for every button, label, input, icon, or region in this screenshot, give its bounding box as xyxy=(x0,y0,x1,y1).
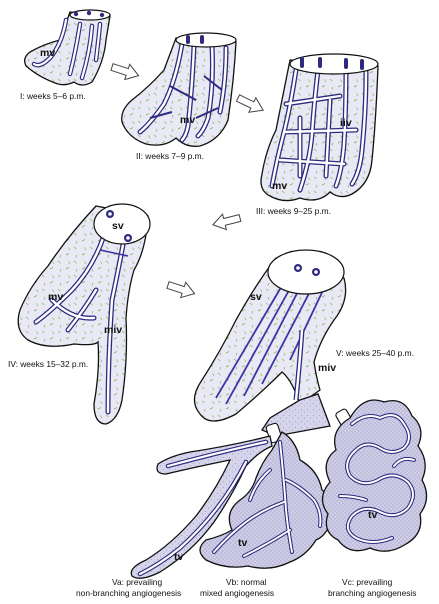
stage-iii-villus: iiv mv xyxy=(260,53,379,202)
variant-vc-villus: tv xyxy=(321,399,428,552)
tv-label-vb: tv xyxy=(238,537,247,549)
stage-v-villus: sv miv xyxy=(193,249,347,422)
mv-label-iv: mv xyxy=(48,291,63,303)
arrow-2 xyxy=(233,90,268,118)
stage-v-label: V: weeks 25–40 p.m. xyxy=(336,348,414,358)
mv-label-iii: mv xyxy=(272,180,287,192)
arrow-3 xyxy=(210,209,243,234)
variant-vc-caption-line1: Vc: prevailing xyxy=(342,577,393,587)
stage-ii-villus: mv xyxy=(121,32,237,147)
mv-label-ii: mv xyxy=(180,114,195,126)
mv-label-i: mv xyxy=(40,47,55,59)
sv-label-v: sv xyxy=(250,291,262,303)
variant-va-caption-line1: Va: prevailing xyxy=(112,577,162,587)
variant-vb-caption-line1: Vb: normal xyxy=(226,577,267,587)
tv-label-va: tv xyxy=(174,551,183,563)
iiv-label: iiv xyxy=(340,117,352,129)
stage-iv-villus: sv mv miv xyxy=(17,203,151,425)
arrow-4 xyxy=(165,276,198,302)
stage-iii-label: III: weeks 9–25 p.m. xyxy=(256,206,331,216)
stem-connectors xyxy=(261,393,353,444)
arrow-1 xyxy=(109,58,142,84)
stage-i-villus: mv xyxy=(24,9,111,86)
stage-iv-label: IV: weeks 15–32 p.m. xyxy=(8,359,88,369)
variant-vb-caption-line2: mixed angiogenesis xyxy=(200,588,274,598)
variant-vb-villus: tv xyxy=(199,431,334,569)
sv-label-iv: sv xyxy=(112,220,124,232)
variant-va-villus: tv xyxy=(130,435,273,579)
stage-i-label: I: weeks 5–6 p.m. xyxy=(20,91,86,101)
variant-vc-caption-line2: branching angiogenesis xyxy=(328,588,416,598)
stage-ii-label: II: weeks 7–9 p.m. xyxy=(136,151,204,161)
miv-label-v: miv xyxy=(318,362,336,374)
miv-label-iv: miv xyxy=(104,324,122,336)
tv-label-vc: tv xyxy=(368,509,377,521)
variant-va-caption-line2: non-branching angiogenesis xyxy=(76,588,181,598)
